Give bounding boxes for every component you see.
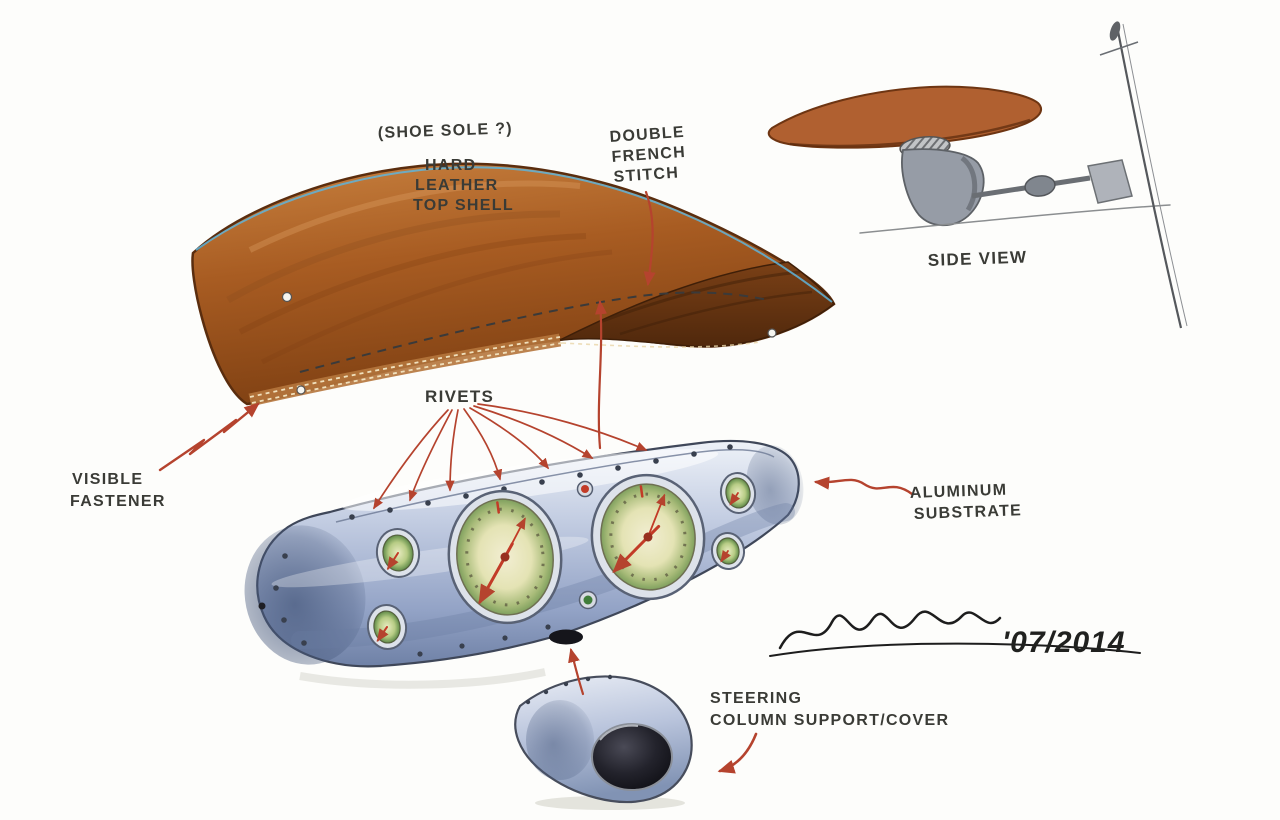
gauge-small-right-bottom [710,532,746,570]
fastener-dot [296,385,306,395]
side-view-shell [767,85,1042,149]
dashboard-rivets [273,444,733,657]
top-shell-label-3: TOP SHELL [413,197,514,214]
side-view-tick [1099,41,1139,56]
fastener-dot [767,328,777,338]
gauge-red-tick [496,501,500,514]
stitch-label-2: FRENCH [611,144,686,166]
cover-opening [591,723,673,791]
gauge-small-right-top [719,472,757,514]
aluminum-substrate-label-1: ALUMINUM [910,482,1008,502]
shell-grain [238,233,587,335]
cover-rivets [525,674,613,705]
arrow-cover-to-notch [568,647,585,696]
top-shell-label-1: HARD [425,157,476,174]
gauge-needle [729,492,741,506]
annotation-labels: (SHOE SOLE ?) HARD LEATHER TOP SHELL DOU… [70,120,1028,729]
stitch-label-1: DOUBLE [609,124,685,146]
shell-grain [226,210,561,304]
gauge-needle [387,552,399,571]
aluminum-dashboard [244,439,804,689]
top-shell-label-2: LEATHER [415,177,498,194]
gauge-needle-secondary [504,517,526,558]
gauge-small-left-top [375,528,421,578]
gauge-small-left-bottom [366,604,408,650]
gauge-large-right [590,473,706,601]
dashboard-left-shading [244,525,366,665]
arrow-visible-fastener [158,402,260,472]
arrow-rivet [477,403,648,451]
shoe-sole-note: (SHOE SOLE ?) [378,120,514,142]
gauge-needle [478,555,507,605]
shell-edge-band [248,333,562,407]
gauge-needle-secondary [647,493,666,538]
steering-column-cover [514,674,693,810]
gauge-needle [612,535,650,574]
shell-stitch-row [251,342,563,404]
shell-underside [559,261,836,348]
arrow-rivet [473,405,594,459]
designer-signature-scribble [778,610,1002,650]
steering-column-notch [549,629,583,645]
designer-signature-underline [769,642,1141,657]
side-view-column-body [901,148,985,227]
fastener-dot [281,291,293,303]
side-view-wheel-rim-line [1122,23,1188,327]
dashboard-left-dot [258,602,266,610]
cover-shading [526,700,594,780]
shell-underside-grain [599,270,801,324]
green-knob [578,590,598,610]
visible-fastener-label-1: VISIBLE [72,471,143,488]
red-knob [576,480,594,498]
shell-blue-edge [195,166,833,303]
visible-fastener-label-2: FASTENER [70,493,166,510]
side-view-wheel-rim-line [1115,25,1183,329]
dashboard-right-shading [746,445,804,525]
dashboard-shadow [299,668,546,689]
side-view-rim-tip [1109,21,1121,41]
annotation-arrows [158,190,914,774]
arrow-rivet [408,409,453,502]
cover-opening-highlight [599,724,639,741]
shell-grain-highlight [248,180,581,253]
stitch-label-3: STITCH [613,164,680,186]
arrow-french-stitch [643,190,656,287]
side-view-column-shade [960,155,978,212]
shell-stitch-row [561,341,761,348]
arrow-rivet [373,409,449,510]
arrow-aluminum-substrate [813,476,914,496]
steering-column-label-1: STEERING [710,690,802,707]
side-view-label: SIDE VIEW [927,248,1027,270]
arrow-rivet [463,408,503,481]
shell-grain [260,249,613,365]
steering-column-label-2: COLUMN SUPPORT/COVER [710,712,949,729]
signature-date: '07/2014 [1002,626,1126,659]
rivets-label: RIVETS [425,387,494,406]
designer-signature: '07/2014 [769,610,1141,659]
shell-underside-grain [619,290,813,336]
arrow-rivet [469,407,550,470]
arrow-rivet [445,409,459,492]
gauge-needle [720,550,731,563]
side-view-sketch [767,21,1188,329]
aluminum-substrate-label-2: SUBSTRATE [914,502,1023,523]
side-view-guide-line [859,204,1171,234]
side-view-bracket [1087,159,1133,204]
gauge-large-left [447,489,563,625]
side-view-knob [1024,175,1056,197]
gauge-needle [376,626,389,643]
shell-stitch-row [249,336,561,398]
gauge-red-tick [639,485,644,498]
dashboard-flange-line [335,448,775,523]
arrow-steering-column [717,732,758,774]
